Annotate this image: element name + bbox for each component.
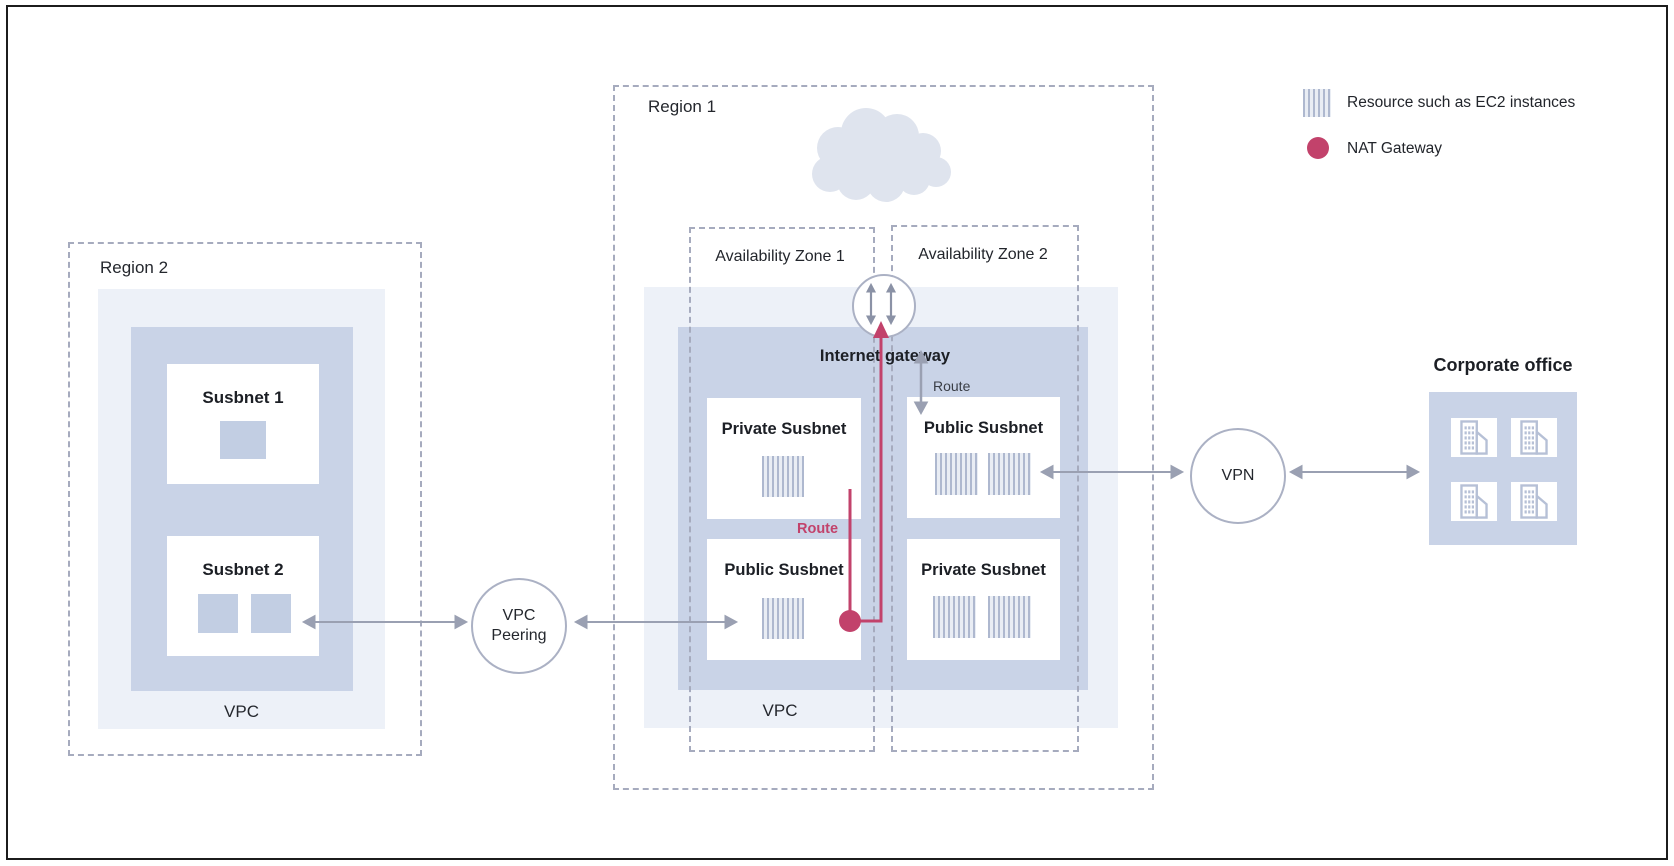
legend-resource-label: Resource such as EC2 instances	[1347, 94, 1576, 111]
legend-nat-gateway-dot	[1307, 137, 1329, 159]
vpc-peering-node: VPC Peering	[471, 578, 567, 674]
region2-subnet1-label: Susbnet 1	[202, 388, 284, 407]
legend-nat-label: NAT Gateway	[1347, 140, 1443, 157]
ec2-resource-icon	[933, 596, 976, 638]
az2-public-subnet-box: Public Susbnet	[907, 397, 1060, 518]
vpn-label: VPN	[1221, 467, 1255, 484]
ec2-resource-icon	[988, 596, 1031, 638]
ec2-resource-icon	[762, 598, 804, 639]
az2-public-subnet-label: Public Susbnet	[923, 419, 1044, 437]
availability-zone2-label: Availability Zone 2	[918, 246, 1048, 263]
region2-title: Region 2	[100, 258, 169, 277]
region2-vpc-label: VPC	[224, 702, 259, 721]
region2-subnet2-box: Susbnet 2	[167, 536, 319, 656]
route-nat-label: Route	[797, 521, 839, 537]
internet-label: Internet	[845, 147, 915, 168]
region2-subnet2-label: Susbnet 2	[202, 560, 284, 579]
internet-gateway-label: Internet gateway	[819, 347, 951, 365]
building-icon	[1520, 420, 1548, 455]
office-building-tile	[1511, 482, 1557, 521]
building-icon	[1460, 420, 1488, 455]
building-icon	[1520, 484, 1548, 519]
az2-private-subnet-box: Private Susbnet	[907, 539, 1060, 660]
az2-private-subnet-label: Private Susbnet	[921, 561, 1046, 579]
office-building-tile	[1511, 418, 1557, 457]
office-building-tile	[1451, 418, 1497, 457]
az1-public-subnet-label: Public Susbnet	[724, 561, 844, 579]
az1-public-subnet-box: Public Susbnet	[707, 539, 861, 660]
legend-resource-swatch	[1303, 89, 1331, 117]
resource-square	[220, 421, 266, 459]
resource-square	[198, 594, 238, 633]
vpc-peering-label: VPC Peering	[491, 607, 547, 644]
corporate-office-title: Corporate office	[1433, 355, 1573, 375]
region1-vpc-label: VPC	[762, 701, 798, 720]
ec2-resource-icon	[762, 456, 804, 497]
ec2-resource-icon	[988, 453, 1031, 495]
az1-private-subnet-box: Private Susbnet	[707, 398, 861, 519]
diagram-frame-border	[6, 5, 1668, 860]
office-building-tile	[1451, 482, 1497, 521]
availability-zone1-label: Availability Zone 1	[715, 248, 845, 265]
region2-boundary	[68, 242, 422, 756]
corporate-office-box	[1429, 392, 1577, 545]
region1-boundary	[613, 85, 1154, 790]
region2-subnet1-box: Susbnet 1	[167, 364, 319, 484]
availability-zone2-boundary	[891, 225, 1079, 752]
internet-gateway-node	[852, 274, 916, 338]
vpn-node: VPN	[1190, 428, 1286, 524]
az1-private-subnet-label: Private Susbnet	[721, 420, 847, 438]
ec2-resource-icon	[935, 453, 978, 495]
region1-title: Region 1	[648, 97, 717, 116]
building-icon	[1460, 484, 1488, 519]
resource-square	[251, 594, 291, 633]
route-public-label: Route	[933, 378, 971, 394]
